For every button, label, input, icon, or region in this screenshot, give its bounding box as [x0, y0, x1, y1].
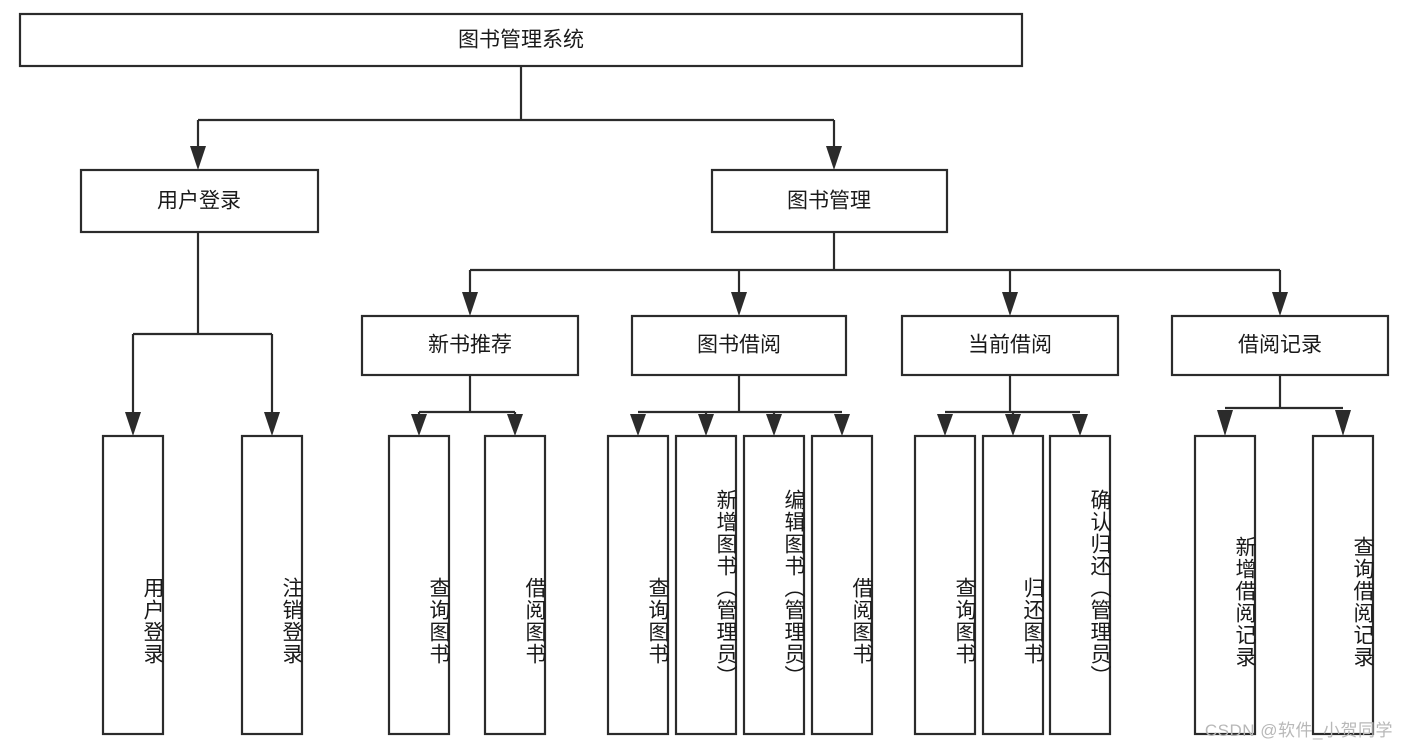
arrow-head-records-l2: [1335, 410, 1351, 436]
leaf-box-cb-return[interactable]: [981, 434, 1045, 736]
arrow-head-borrow-l1: [630, 414, 646, 436]
arrow-head-current-l2: [1005, 414, 1021, 436]
leaf-box-nb-query[interactable]: [387, 434, 451, 736]
node-book-manage-box[interactable]: [710, 168, 949, 234]
arrow-head-borrow: [731, 292, 747, 316]
arrow-head-user-login: [190, 146, 206, 170]
leaf-box-bb-borrow[interactable]: [810, 434, 874, 736]
arrow-head-borrow-l3: [766, 414, 782, 436]
watermark-text: CSDN @软件_小贺同学: [1204, 721, 1393, 740]
arrow-head-current-l1: [937, 414, 953, 436]
node-book-borrow-box[interactable]: [630, 314, 848, 377]
leaf-box-user-login[interactable]: [101, 434, 165, 736]
node-current-borrow-label: 当前借阅: [968, 334, 1052, 357]
node-new-book-label: 新书推荐: [428, 334, 512, 357]
arrow-head-current: [1002, 292, 1018, 316]
leaf-box-br-query[interactable]: [1311, 434, 1375, 736]
node-book-borrow-label: 图书借阅: [697, 334, 781, 357]
arrow-head-current-l3: [1072, 414, 1088, 436]
leaf-box-br-add[interactable]: [1193, 434, 1257, 736]
arrow-head-newbook: [462, 292, 478, 316]
node-layer: 图书管理系统 用户登录 图书管理 新书推荐 图书借阅 当前借阅 借阅记录: [18, 12, 1390, 736]
arrow-head-records: [1272, 292, 1288, 316]
arrow-head-book-manage: [826, 146, 842, 170]
leaf-box-bb-add[interactable]: [674, 434, 738, 736]
node-root-label: 图书管理系统: [458, 29, 584, 52]
node-borrow-records-label: 借阅记录: [1238, 334, 1322, 357]
arrow-head-records-l1: [1217, 410, 1233, 436]
arrow-head-leaf-logout: [264, 412, 280, 436]
arrow-head-borrow-l4: [834, 414, 850, 436]
leaf-box-cb-query[interactable]: [913, 434, 977, 736]
leaf-box-nb-borrow[interactable]: [483, 434, 547, 736]
node-user-login-label: 用户登录: [157, 190, 241, 213]
arrow-head-newbook-l2: [507, 414, 523, 436]
connector-layer: [125, 66, 1351, 436]
node-current-borrow-box[interactable]: [900, 314, 1120, 377]
node-root-box[interactable]: [18, 12, 1024, 68]
node-borrow-records-box[interactable]: [1170, 314, 1390, 377]
leaf-box-bb-query[interactable]: [606, 434, 670, 736]
node-book-manage-label: 图书管理: [787, 190, 871, 213]
leaf-box-bb-edit[interactable]: [742, 434, 806, 736]
arrow-head-borrow-l2: [698, 414, 714, 436]
arrow-head-leaf-user-login: [125, 412, 141, 436]
node-new-book-box[interactable]: [360, 314, 580, 377]
node-user-login-box[interactable]: [79, 168, 320, 234]
leaf-box-logout[interactable]: [240, 434, 304, 736]
leaf-box-cb-confirm[interactable]: [1048, 434, 1112, 736]
arrow-head-newbook-l1: [411, 414, 427, 436]
